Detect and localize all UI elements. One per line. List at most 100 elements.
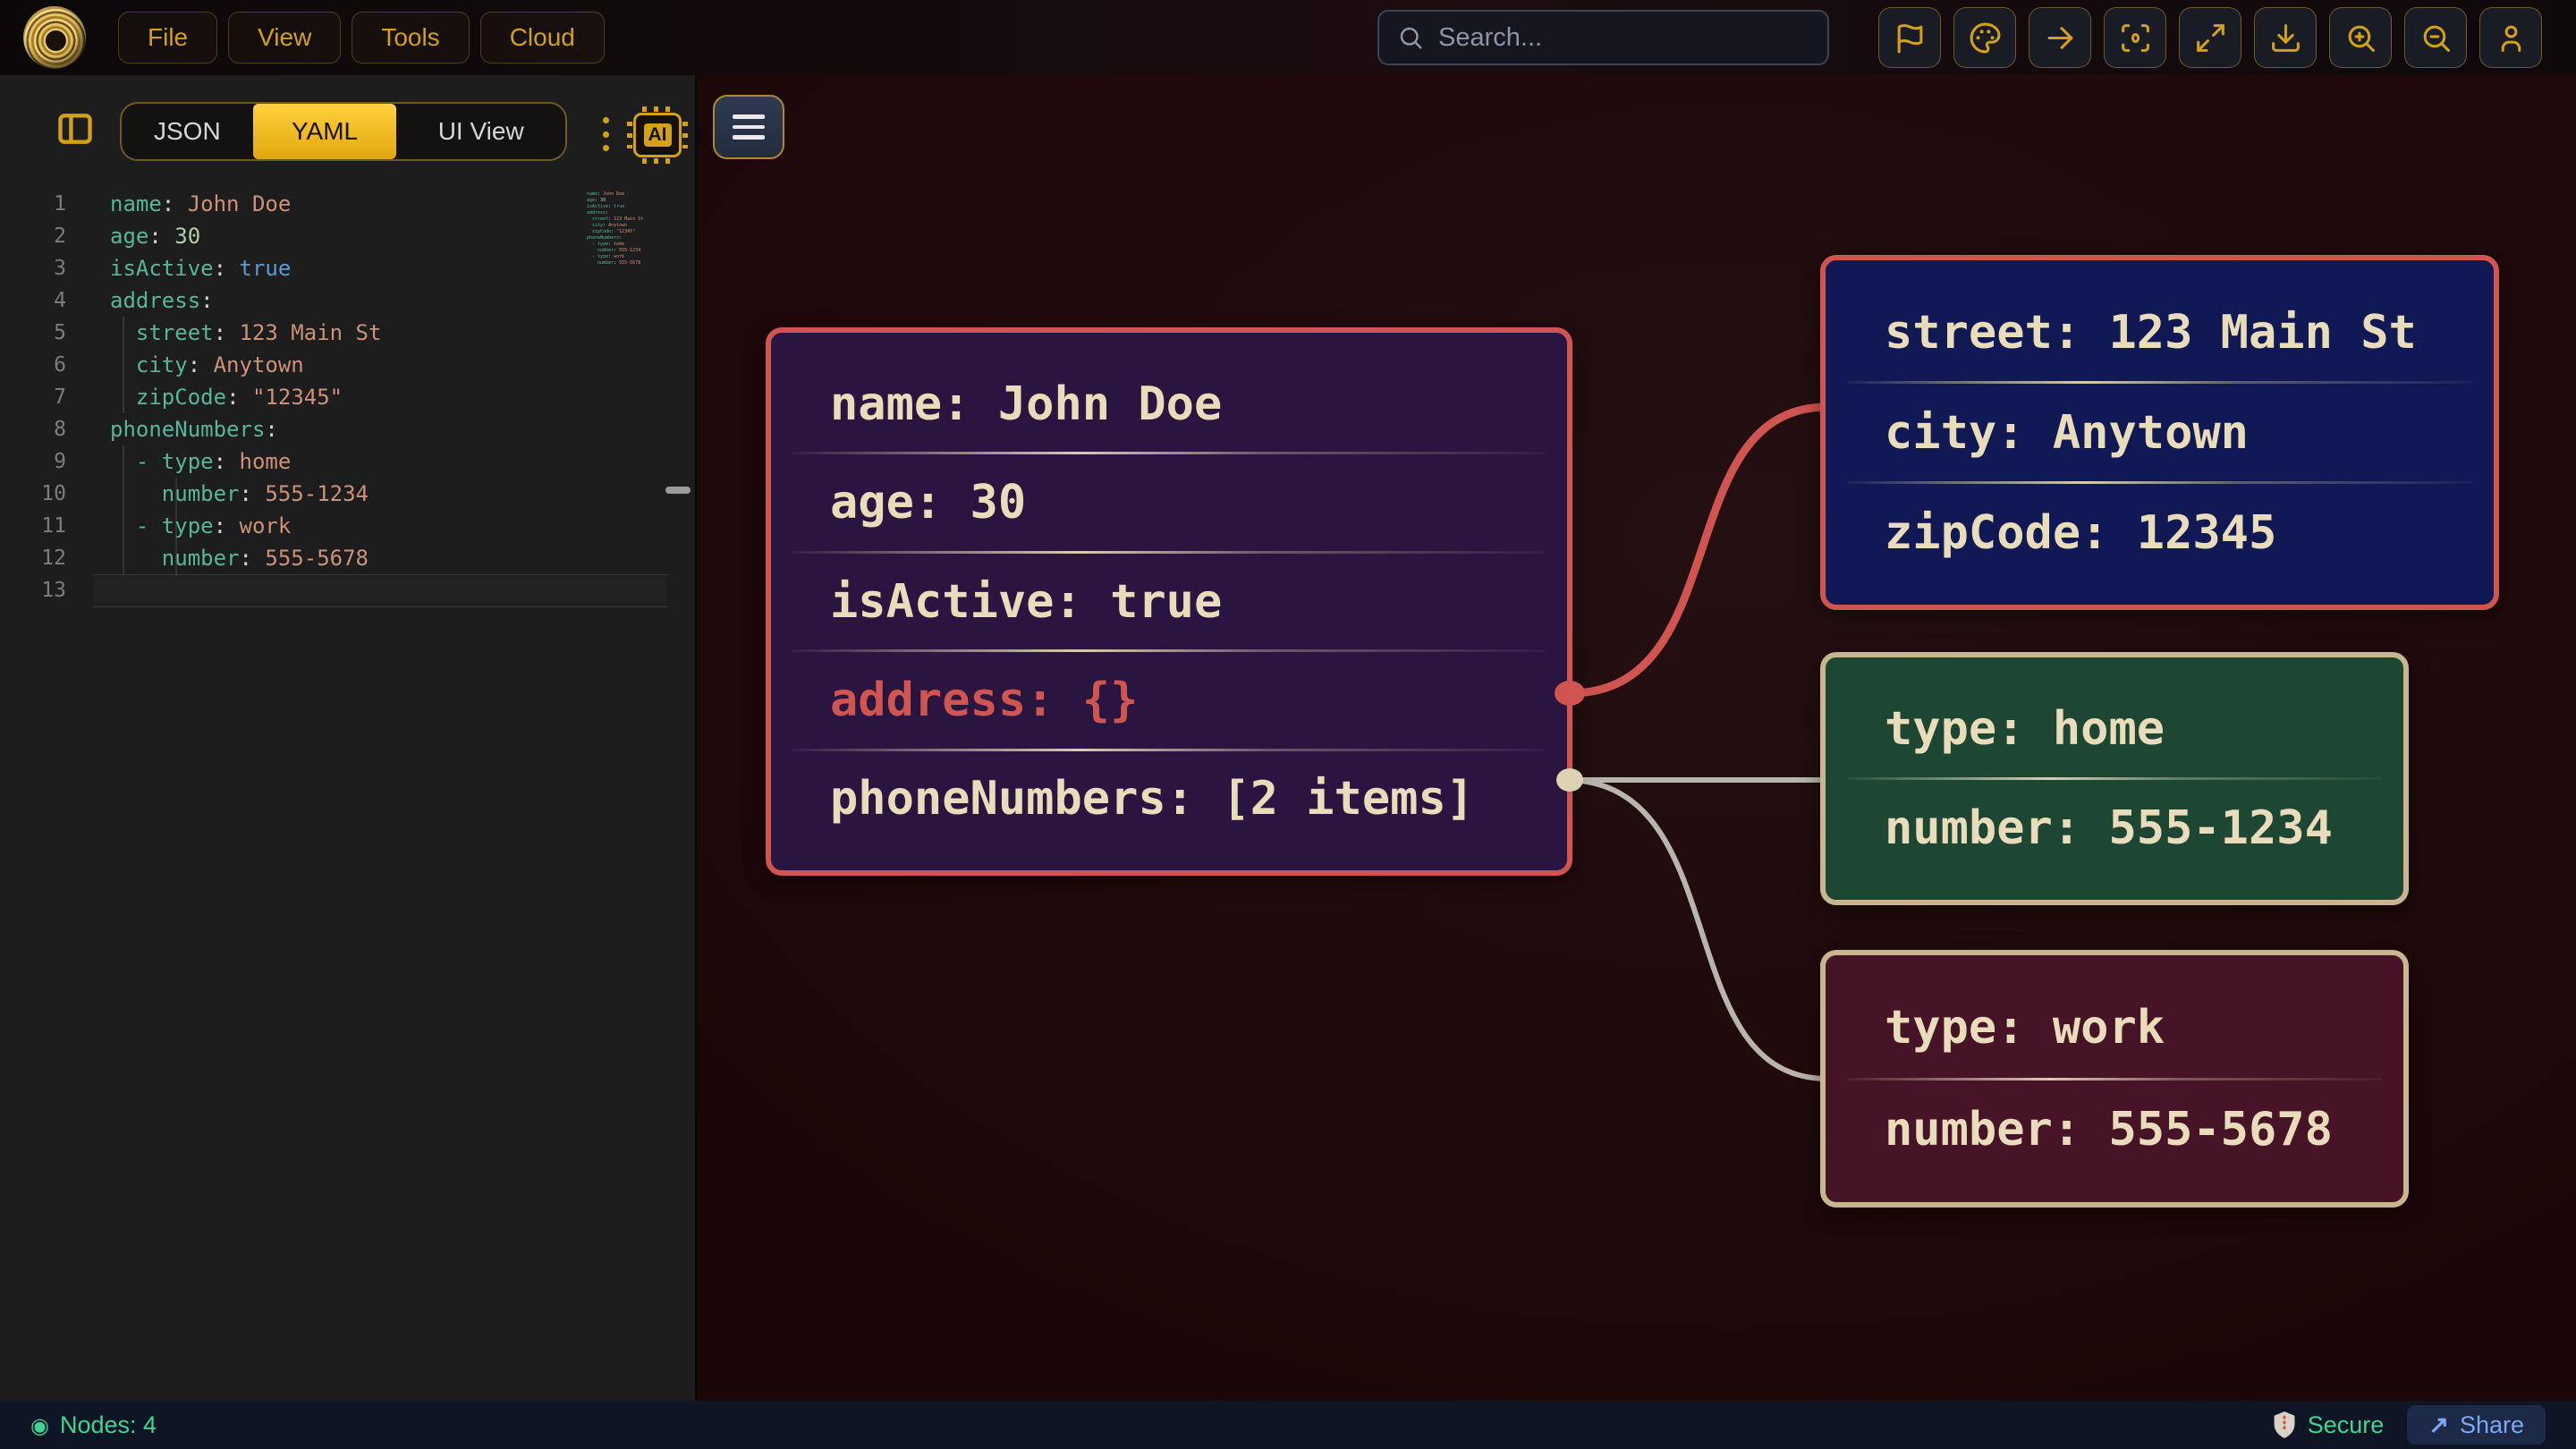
node-row: street: 123 Main St: [1885, 305, 2417, 360]
line-number: 10: [41, 482, 66, 505]
minimap-line: number: 555-5678: [597, 260, 641, 266]
panel-left-icon[interactable]: [52, 107, 98, 152]
canvas-menu-button[interactable]: [713, 95, 784, 159]
user-icon: [2501, 25, 2521, 52]
search-box[interactable]: [1377, 10, 1829, 65]
tab-ui-view[interactable]: UI View: [396, 104, 565, 159]
node-row: phoneNumbers: [2 items]: [830, 772, 1475, 826]
code-line: 11 - type: work: [0, 510, 680, 542]
node-row: city: Anytown: [1885, 405, 2249, 460]
code-line: 6 city: Anytown: [0, 349, 680, 381]
share-button[interactable]: Share: [2407, 1405, 2546, 1445]
minimap-line: [587, 267, 669, 273]
line-number: 12: [41, 547, 66, 570]
node-row-separator: [1847, 381, 2472, 384]
edge-address: [1565, 402, 1832, 698]
zoom-in-icon: [2348, 25, 2375, 52]
code-line: 5 street: 123 Main St: [0, 317, 680, 349]
line-number: 2: [54, 225, 66, 248]
port-address-dot[interactable]: [1555, 681, 1585, 706]
menu-view-button[interactable]: View: [228, 12, 342, 64]
ai-assistant-button[interactable]: AI: [627, 106, 688, 164]
menu-tools-button[interactable]: Tools: [352, 12, 470, 64]
tab-json[interactable]: JSON: [122, 104, 253, 159]
search-icon: [1400, 27, 1422, 49]
arrow-right-icon: [2047, 26, 2072, 49]
flag-button[interactable]: [1878, 7, 1941, 68]
node-row: zipCode: 12345: [1885, 505, 2277, 560]
zoom-in-button[interactable]: [2329, 7, 2392, 68]
ai-chip-icon: AI: [627, 106, 688, 164]
line-number: 6: [54, 353, 66, 377]
minimap-line: isActive: true: [587, 204, 625, 209]
port-phone-dot[interactable]: [1556, 768, 1583, 792]
tab-yaml[interactable]: YAML: [252, 104, 397, 159]
status-right: Secure Share: [2272, 1405, 2546, 1445]
gold-rings-logo: [23, 6, 86, 69]
node-row-separator: [792, 748, 1546, 751]
line-number: 11: [41, 514, 66, 538]
statusbar: Nodes: 4 Secure Share: [0, 1401, 2576, 1449]
code-line: 10 number: 555-1234: [0, 478, 680, 510]
arrow-up-right-icon: [2428, 1411, 2449, 1439]
expand-button[interactable]: [2179, 7, 2241, 68]
search-input[interactable]: [1438, 22, 1809, 53]
graph-node-phone-home[interactable]: type: home number: 555-1234: [1820, 652, 2409, 905]
line-number: 7: [54, 386, 66, 409]
minimap-line: - type: home: [592, 242, 625, 247]
graph-node-phone-work[interactable]: type: work number: 555-5678: [1820, 950, 2409, 1208]
palette-icon: [1970, 22, 2000, 53]
line-number: 4: [54, 289, 66, 312]
secure-badge: Secure: [2272, 1411, 2384, 1439]
node-row-separator: [792, 649, 1546, 653]
indent-guide: [123, 445, 124, 574]
share-label: Share: [2459, 1411, 2524, 1438]
nodes-count: Nodes: 4: [30, 1411, 157, 1439]
node-row-separator: [792, 452, 1546, 455]
node-row: type: home: [1885, 702, 2165, 756]
nodes-count-label: Nodes: 4: [59, 1411, 157, 1438]
user-button[interactable]: [2479, 7, 2542, 68]
line-number: 3: [54, 257, 66, 280]
flag-icon: [1897, 23, 1922, 53]
minimap-line: number: 555-1234: [597, 248, 641, 253]
download-icon: [2271, 23, 2300, 52]
download-button[interactable]: [2254, 7, 2317, 68]
graph-node-address[interactable]: street: 123 Main St city: Anytown zipCode:…: [1820, 255, 2499, 610]
node-row-separator: [1847, 481, 2472, 484]
node-row: number: 555-5678: [1885, 1102, 2333, 1157]
minimap-line: city: Anytown: [592, 223, 628, 228]
palette-button[interactable]: [1953, 7, 2016, 68]
minimap-line: age: 30: [587, 198, 606, 203]
minimap-line: phoneNumbers:: [587, 235, 623, 241]
focus-center-button[interactable]: [2104, 7, 2166, 68]
arrow-right-button[interactable]: [2029, 7, 2091, 68]
menu-file-button[interactable]: File: [118, 12, 218, 64]
line-number: 1: [54, 192, 66, 216]
node-row: number: 555-1234: [1885, 801, 2333, 855]
edge-phone-work: [1567, 777, 1830, 1081]
panel-resize-handle[interactable]: [665, 487, 691, 494]
minimap-line: address:: [587, 210, 609, 216]
zoom-out-icon: [2423, 25, 2450, 52]
line-number: 9: [54, 450, 66, 473]
code-line: 13: [0, 574, 680, 606]
menu-cloud-button[interactable]: Cloud: [479, 12, 605, 64]
line-number: 5: [54, 321, 66, 344]
expand-icon: [2196, 23, 2224, 52]
node-row: age: 30: [830, 476, 1027, 530]
minimap-line: name: John Doe: [587, 191, 625, 197]
kebab-menu-icon[interactable]: [594, 114, 617, 154]
node-row: type: work: [1885, 1001, 2165, 1055]
zoom-out-button[interactable]: [2404, 7, 2467, 68]
